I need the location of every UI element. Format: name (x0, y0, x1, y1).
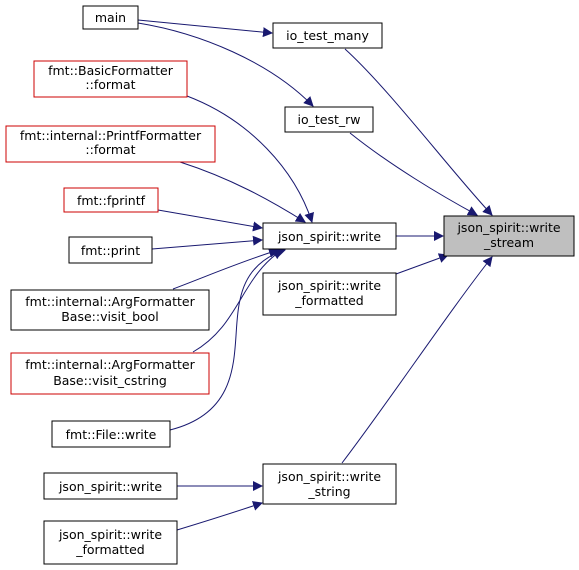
node-io-test-many-label: io_test_many (286, 28, 369, 43)
node-printf-formatter-format-label-1: fmt::internal::PrintfFormatter (20, 128, 202, 143)
node-json-spirit-write-stream-label-2: _stream (483, 235, 534, 250)
edge-printf-formatter-to-json-write (179, 161, 306, 223)
node-json-spirit-write-string[interactable]: json_spirit::write _string (262, 463, 397, 505)
node-arg-formatter-visit-cstring[interactable]: fmt::internal::ArgFormatter Base::visit_… (10, 352, 210, 395)
node-json-spirit-write-formatted-b-label-2: _formatted (75, 542, 144, 557)
node-json-spirit-write-formatted-b-label-1: json_spirit::write (58, 527, 162, 542)
edge-io-test-rw-to-write-stream (349, 132, 478, 216)
node-fmt-file-write[interactable]: fmt::File::write (51, 420, 171, 448)
node-basic-formatter-format-label-2: ::format (85, 77, 135, 92)
node-json-spirit-write-stream-label-1: json_spirit::write (456, 220, 560, 235)
node-printf-formatter-format-label-2: ::format (85, 142, 135, 157)
edges (137, 19, 493, 531)
nodes: main io_test_many fmt::BasicFormatter ::… (5, 5, 575, 565)
node-json-spirit-write-b[interactable]: json_spirit::write (43, 472, 178, 500)
node-json-spirit-write-b-label: json_spirit::write (58, 479, 162, 494)
edge-fprintf-to-json-write (157, 209, 263, 232)
node-json-spirit-write-string-label-1: json_spirit::write (277, 469, 381, 484)
node-json-spirit-write-stream[interactable]: json_spirit::write _stream (443, 215, 575, 257)
edge-basic-formatter-to-json-write (186, 95, 314, 223)
edge-io-test-many-to-write-stream (344, 48, 493, 216)
node-arg-formatter-visit-bool-label-2: Base::visit_bool (61, 309, 159, 324)
node-main-label: main (95, 10, 126, 25)
node-io-test-rw-label: io_test_rw (298, 112, 361, 127)
node-json-spirit-write-a-label: json_spirit::write (277, 229, 381, 244)
node-arg-formatter-visit-cstring-label-2: Base::visit_cstring (53, 373, 167, 388)
node-json-spirit-write-formatted-a-label-2: _formatted (294, 293, 363, 308)
node-io-test-rw[interactable]: io_test_rw (284, 106, 374, 133)
node-io-test-many[interactable]: io_test_many (272, 22, 383, 49)
node-fmt-fprintf-label: fmt::fprintf (77, 193, 146, 208)
edge-visit-bool-to-json-write (172, 247, 279, 290)
node-fmt-print[interactable]: fmt::print (68, 236, 153, 264)
edge-main-to-io-test-many (137, 19, 273, 38)
node-basic-formatter-format-label-1: fmt::BasicFormatter (48, 63, 174, 78)
node-json-spirit-write-string-label-2: _string (307, 484, 350, 499)
node-fmt-file-write-label: fmt::File::write (66, 427, 157, 442)
node-printf-formatter-format[interactable]: fmt::internal::PrintfFormatter ::format (5, 125, 216, 163)
edge-main-to-io-test-rw (137, 22, 314, 107)
node-arg-formatter-visit-bool[interactable]: fmt::internal::ArgFormatter Base::visit_… (10, 289, 210, 331)
edge-write-formatted-to-write-stream (395, 253, 449, 275)
edge-print-to-json-write (151, 235, 263, 250)
node-json-spirit-write-formatted-a[interactable]: json_spirit::write _formatted (262, 272, 397, 316)
node-arg-formatter-visit-bool-label-1: fmt::internal::ArgFormatter (25, 294, 195, 309)
node-json-spirit-write-formatted-b[interactable]: json_spirit::write _formatted (43, 520, 178, 565)
node-basic-formatter-format[interactable]: fmt::BasicFormatter ::format (33, 60, 188, 98)
edge-write-string-to-write-stream (341, 256, 493, 464)
node-main[interactable]: main (82, 5, 139, 30)
edge-write-formatted-b-to-write-string (176, 501, 263, 531)
edge-file-write-to-json-write (169, 247, 286, 431)
node-json-spirit-write-a[interactable]: json_spirit::write (262, 222, 397, 250)
node-fmt-fprintf[interactable]: fmt::fprintf (63, 187, 159, 213)
node-json-spirit-write-formatted-a-label-1: json_spirit::write (277, 278, 381, 293)
node-fmt-print-label: fmt::print (81, 243, 140, 258)
node-arg-formatter-visit-cstring-label-1: fmt::internal::ArgFormatter (25, 357, 195, 372)
